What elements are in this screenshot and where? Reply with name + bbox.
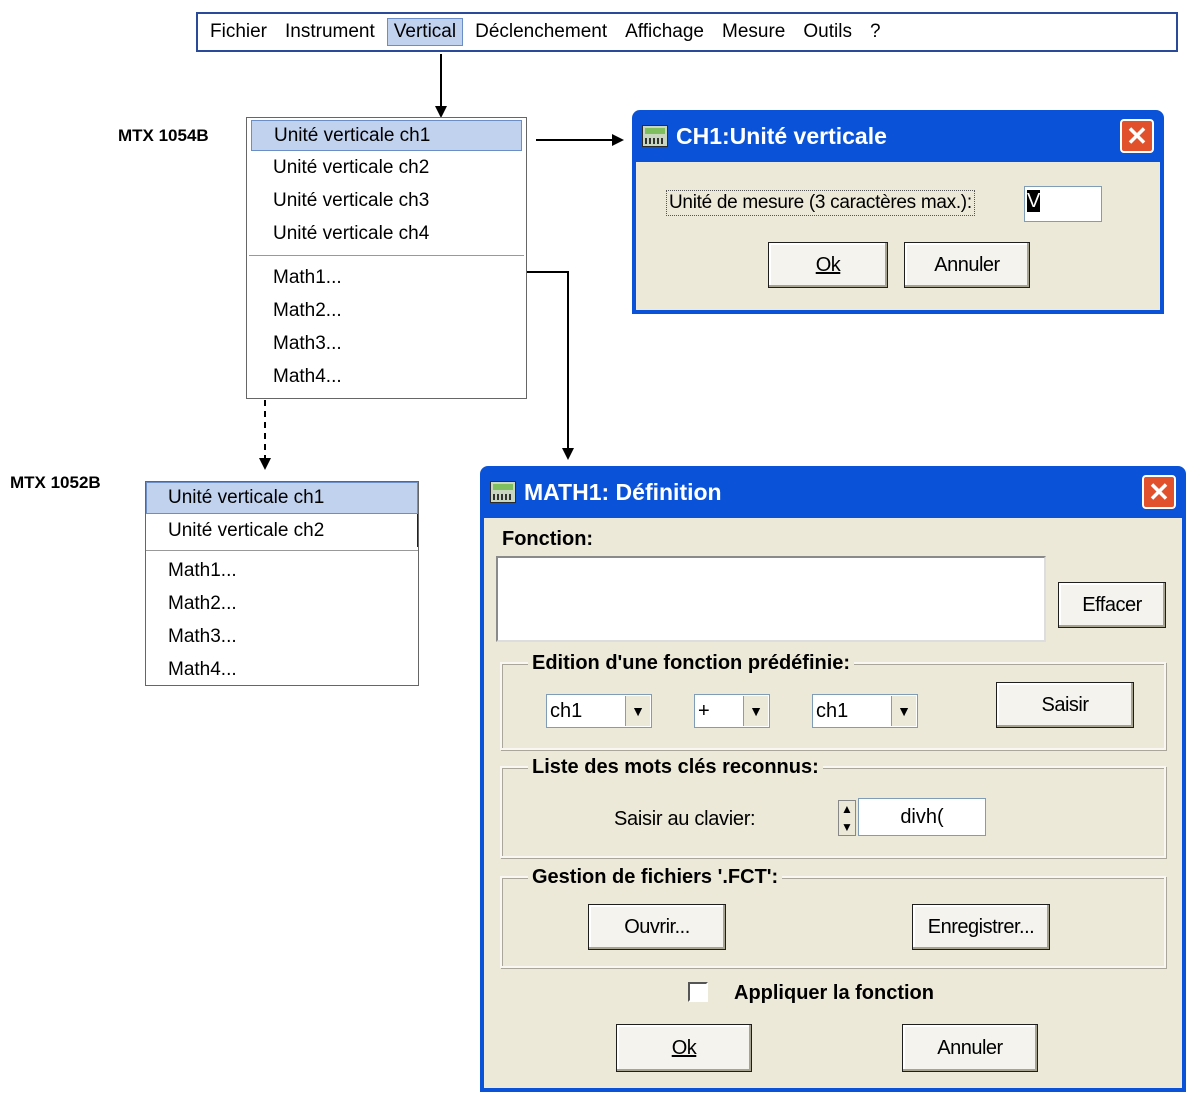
operator-value: + [698,699,710,722]
menu-item-unit-ch2[interactable]: Unité verticale ch2 [273,157,430,178]
unit-ok-label: Ok [815,253,841,276]
close-icon[interactable]: ✕ [1142,475,1176,509]
operand2-value: ch1 [816,699,849,722]
unit-label: Unité de mesure (3 caractères max.): [666,190,975,216]
menu-item-unit-ch4[interactable]: Unité verticale ch4 [273,223,430,244]
math-dialog-body: Fonction: Effacer Edition d'une fonction… [484,518,1182,1088]
app-icon [490,481,516,503]
menu-mesure[interactable]: Mesure [722,21,786,42]
menu-outils[interactable]: Outils [803,21,852,42]
unit-ok-button[interactable]: Ok [768,242,888,288]
model-label-1052: MTX 1052B [10,473,101,492]
math-dialog-titlebar: MATH1: Définition ✕ [484,466,1182,518]
menu-item-math3[interactable]: Math3... [273,333,342,354]
effacer-label: Effacer [1082,593,1142,616]
menu-item-math2[interactable]: Math2... [168,593,237,614]
files-title: Gestion de fichiers '.FCT': [528,866,783,889]
unit-value: V [1027,190,1041,212]
menu-item-unit-ch3[interactable]: Unité verticale ch3 [273,190,430,211]
unit-dialog-titlebar: CH1:Unité verticale ✕ [636,110,1160,162]
fonction-label: Fonction: [502,528,594,550]
math-ok-button[interactable]: Ok [616,1024,752,1072]
keyboard-label: Saisir au clavier: [614,808,756,830]
unit-cancel-label: Annuler [934,253,1000,276]
close-icon[interactable]: ✕ [1120,119,1154,153]
menu-item-math3[interactable]: Math3... [168,626,237,647]
math-dialog-title: MATH1: Définition [524,478,722,505]
chevron-down-icon[interactable]: ▼ [891,696,916,726]
unit-cancel-button[interactable]: Annuler [904,242,1030,288]
menu-fichier[interactable]: Fichier [210,21,268,42]
saisir-button[interactable]: Saisir [996,682,1134,728]
operator-select[interactable]: + ▼ [694,694,770,728]
vertical-dropdown-1054: Unité verticale ch1 Unité verticale ch2 … [246,117,527,399]
menu-item-unit-ch1[interactable]: Unité verticale ch1 [146,482,418,514]
files-group [500,876,1166,968]
spinner-down-icon[interactable]: ▼ [841,820,853,834]
menu-bar: Fichier Instrument Vertical Déclenchemen… [196,12,1178,52]
menu-item-math1[interactable]: Math1... [168,560,237,581]
menu-item-unit-ch2[interactable]: Unité verticale ch2 [146,514,418,547]
ouvrir-label: Ouvrir... [624,915,690,938]
menu-separator [249,255,524,256]
model-label-1054: MTX 1054B [118,126,209,145]
effacer-button[interactable]: Effacer [1058,582,1166,628]
predef-title: Edition d'une fonction prédéfinie: [528,652,855,675]
keyword-input[interactable]: divh( [858,798,986,836]
operand1-select[interactable]: ch1 ▼ [546,694,652,728]
chevron-down-icon[interactable]: ▼ [625,696,650,726]
math-cancel-label: Annuler [937,1036,1003,1059]
menu-item-unit-ch1[interactable]: Unité verticale ch1 [251,120,522,151]
apply-checkbox[interactable] [688,982,708,1002]
menu-separator [146,550,418,551]
apply-label: Appliquer la fonction [734,982,934,1004]
math-dialog: MATH1: Définition ✕ Fonction: Effacer Ed… [480,466,1186,1092]
math-cancel-button[interactable]: Annuler [902,1024,1038,1072]
vertical-dropdown-1052: Unité verticale ch1 Unité verticale ch2 … [145,481,419,686]
unit-input[interactable]: V [1024,186,1102,222]
unit-dialog: CH1:Unité verticale ✕ Unité de mesure (3… [632,110,1164,314]
menu-declenchement[interactable]: Déclenchement [475,21,608,42]
unit-dialog-title: CH1:Unité verticale [676,122,887,149]
menu-instrument[interactable]: Instrument [285,21,375,42]
menu-item-math4[interactable]: Math4... [168,659,237,680]
menu-affichage[interactable]: Affichage [625,21,705,42]
menu-item-math1[interactable]: Math1... [273,267,342,288]
spinner-up-icon[interactable]: ▲ [841,802,853,816]
operand2-select[interactable]: ch1 ▼ [812,694,918,728]
enregistrer-label: Enregistrer... [927,915,1035,938]
menu-item-math4[interactable]: Math4... [273,366,342,387]
menu-help[interactable]: ? [869,21,881,42]
unit-dialog-body: Unité de mesure (3 caractères max.): V O… [636,162,1160,310]
chevron-down-icon[interactable]: ▼ [743,696,768,726]
app-icon [642,125,668,147]
menu-item-math2[interactable]: Math2... [273,300,342,321]
ouvrir-button[interactable]: Ouvrir... [588,904,726,950]
keywords-group [500,766,1166,858]
keywords-title: Liste des mots clés reconnus: [528,756,823,779]
arrow-math-to-dialog [527,271,574,460]
saisir-label: Saisir [1041,693,1089,716]
menu-vertical[interactable]: Vertical [386,18,464,46]
math-ok-label: Ok [671,1036,697,1059]
keyword-value: divh( [900,806,944,828]
operand1-value: ch1 [550,699,583,722]
enregistrer-button[interactable]: Enregistrer... [912,904,1050,950]
fonction-textarea[interactable] [496,556,1046,642]
keyword-spinner[interactable]: ▲ ▼ [838,800,856,836]
